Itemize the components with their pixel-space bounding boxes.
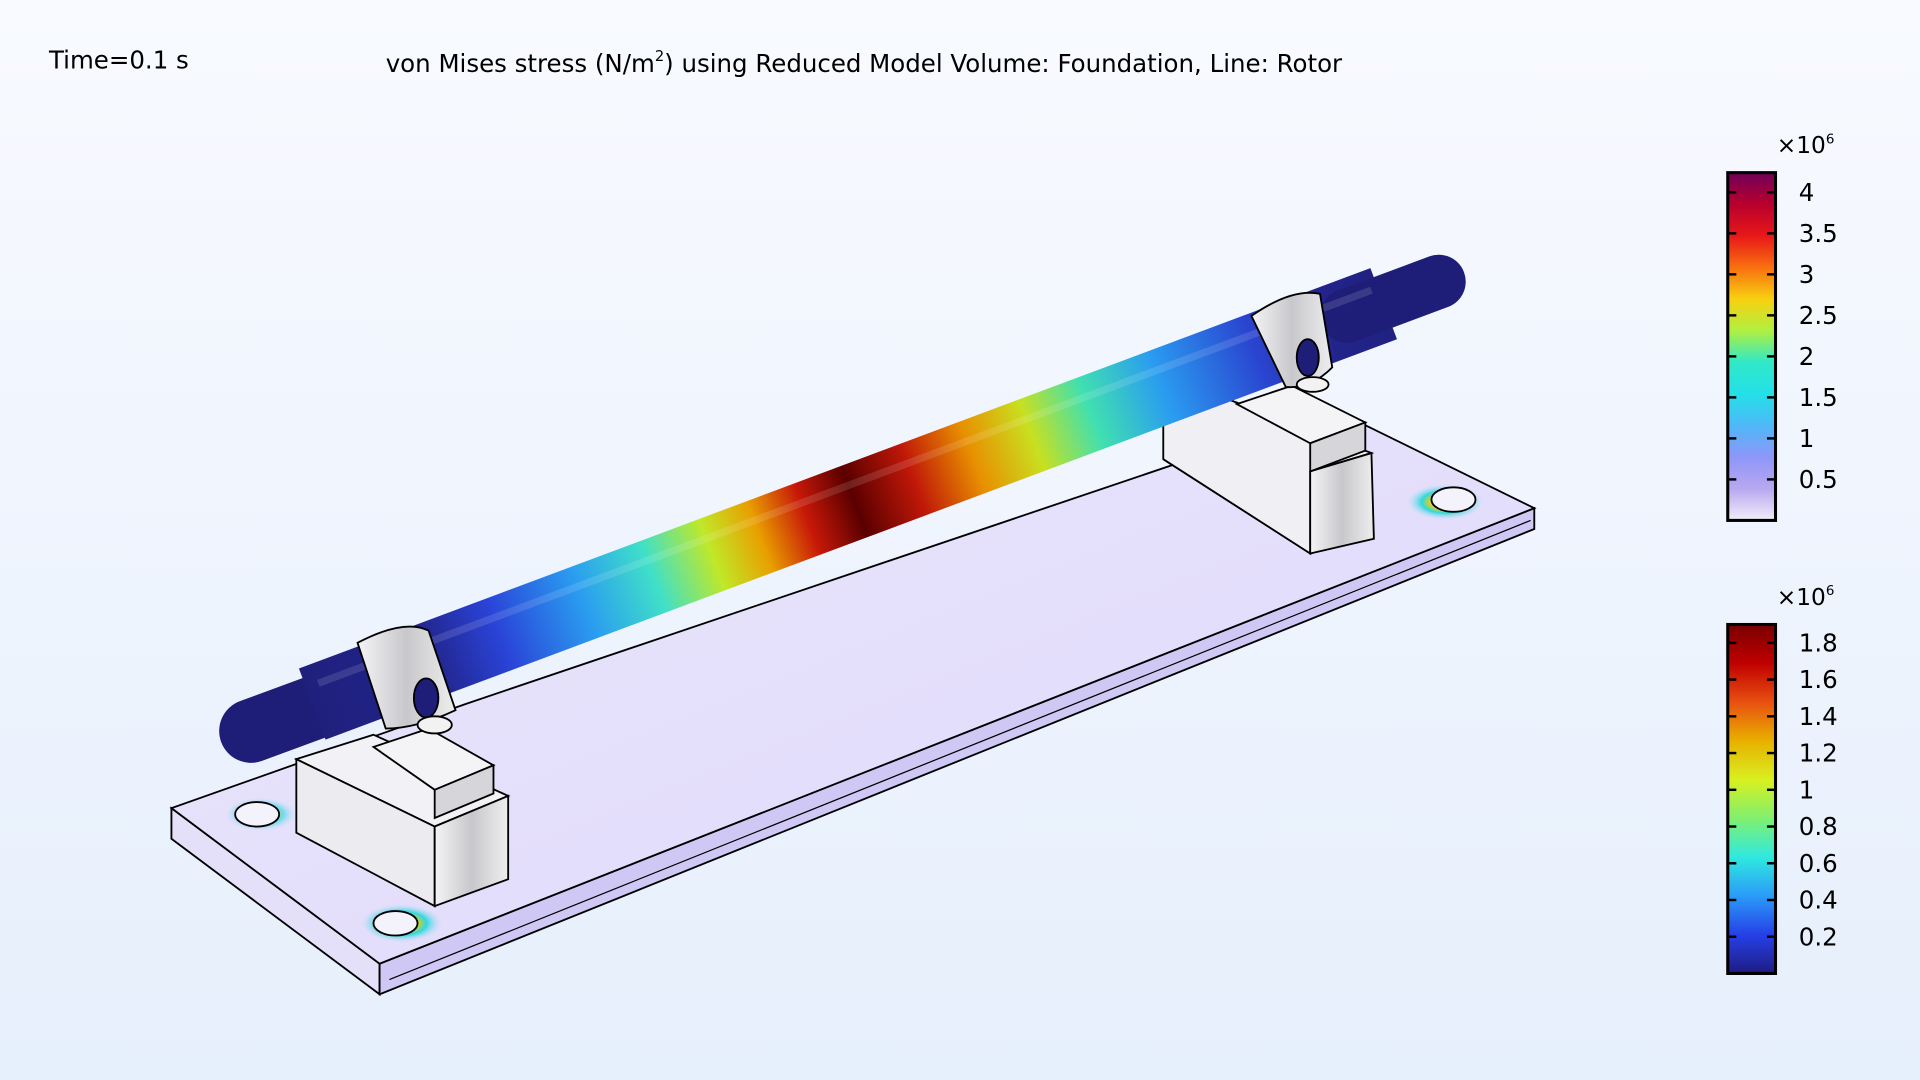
colorbar-tick-label: 1.6: [1799, 665, 1838, 694]
colorbars: ×10643.532.521.510.5×1061.81.61.41.210.8…: [1726, 132, 1838, 975]
multiplier-base: ×10: [1777, 584, 1826, 611]
rotor: [219, 254, 1466, 763]
colorbar-tick-label: 1: [1799, 424, 1815, 453]
colorbar-tick-label: 0.4: [1799, 886, 1838, 915]
foundation-plate: [169, 409, 1537, 997]
colorbar-tick-label: 4: [1799, 178, 1815, 207]
colorbar-gradient: [1726, 171, 1778, 522]
colorbar-tick-label: 3: [1799, 260, 1815, 289]
colorbar-tick-label: 2: [1799, 342, 1815, 371]
colorbar-volume-foundation: ×106 4 3.5 3 2.5 2 1.5 1 0.5: [1726, 132, 1838, 522]
title-text-rest: ) using Reduced Model Volume: Foundation…: [664, 49, 1343, 78]
colorbar-multiplier: ×106: [1777, 132, 1835, 159]
colorbar-tick-label: 0.6: [1799, 849, 1838, 878]
bolt-hole: [234, 801, 281, 828]
bolt-hole: [1430, 486, 1477, 513]
multiplier-exponent: 6: [1826, 584, 1835, 599]
colorbar-tick-label: 1.8: [1799, 628, 1838, 657]
colorbar-multiplier: ×106: [1777, 584, 1835, 611]
colorbar-tick-label: 3.5: [1799, 219, 1838, 248]
support-left: [293, 727, 511, 908]
title-superscript: 2: [655, 48, 664, 65]
colorbar-tick-label: 0.5: [1799, 465, 1838, 494]
clamp-right: [1250, 291, 1334, 393]
colorbar-tick-label: 1: [1799, 775, 1815, 804]
support-right: [1162, 384, 1375, 556]
title-text: von Mises stress (N/m: [386, 49, 655, 78]
multiplier-exponent: 6: [1826, 132, 1835, 147]
colorbar-tick-label: 1.2: [1799, 739, 1838, 768]
time-label: Time=0.1 s: [48, 46, 189, 75]
plot-title: von Mises stress (N/m2) using Reduced Mo…: [386, 48, 1343, 78]
bolt-hole: [372, 910, 419, 937]
colorbar-tick-label: 1.5: [1799, 383, 1838, 412]
colorbar-tick-label: 1.4: [1799, 702, 1838, 731]
multiplier-base: ×10: [1777, 132, 1826, 159]
colorbar-tick-label: 0.8: [1799, 812, 1838, 841]
colorbar-line-rotor: ×106 1.8 1.6 1.4 1.2 1 0.8 0.6 0.4 0.2: [1726, 584, 1838, 975]
colorbar-tick-label: 0.2: [1799, 922, 1838, 951]
clamp-left: [356, 625, 457, 735]
colorbar-gradient: [1726, 622, 1778, 975]
colorbar-tick-label: 2.5: [1799, 301, 1838, 330]
